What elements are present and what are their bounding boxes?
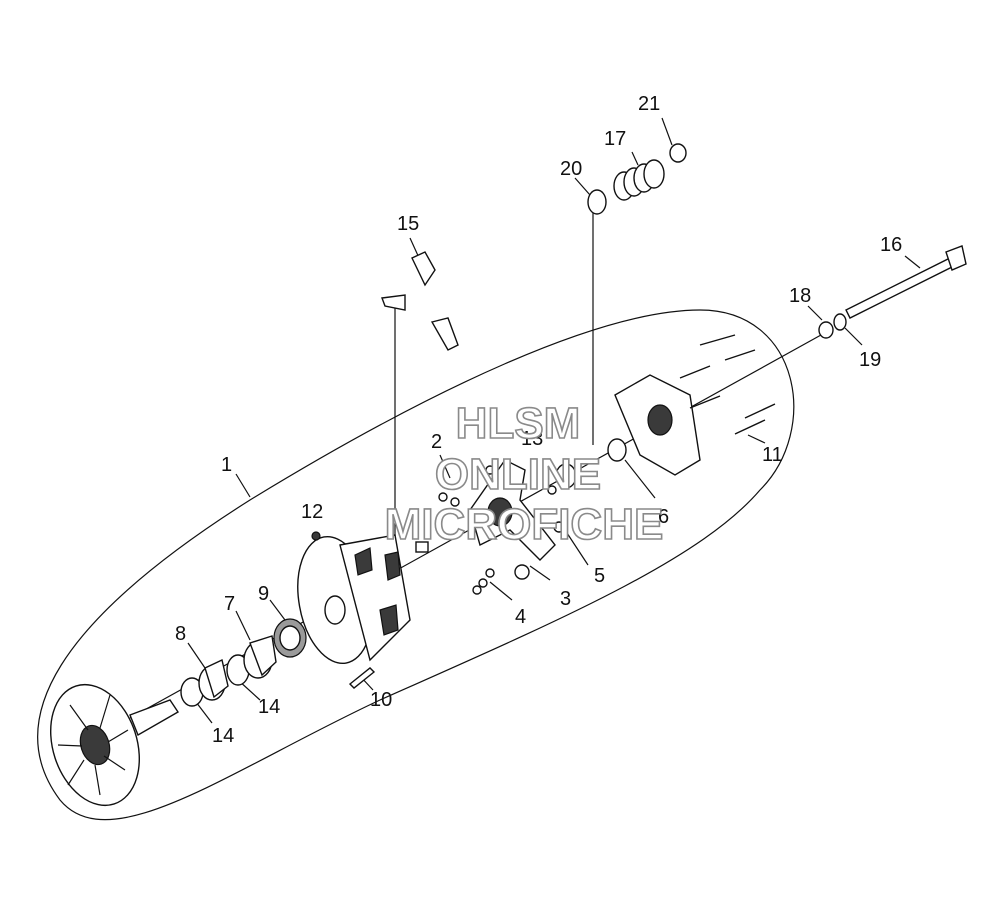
- callout-17: 17: [604, 128, 626, 150]
- callout-13: 13: [521, 428, 543, 450]
- callout-8: 8: [175, 623, 186, 645]
- cover-bolts-part: [679, 334, 776, 435]
- callout-19: 19: [859, 349, 881, 371]
- roller-part: [472, 568, 495, 595]
- callout-10: 10: [370, 689, 392, 711]
- fixed-sheave-part: [49, 683, 179, 807]
- cover-part: [614, 374, 701, 476]
- callout-12: 12: [301, 501, 323, 523]
- cover-bushing-part: [607, 438, 627, 462]
- callout-14a: 14: [258, 696, 280, 718]
- pin-part: [348, 667, 376, 689]
- watermark-line-1: HLSM: [456, 399, 581, 448]
- spring-part: [587, 143, 687, 215]
- callout-7: 7: [224, 593, 235, 615]
- watermark-line-3: MICROFICHE: [385, 500, 664, 549]
- callout-2: 2: [431, 431, 442, 453]
- callout-20: 20: [560, 158, 582, 180]
- assembly-enclosure-outline: [37, 309, 795, 821]
- watermark: HLSM ONLINE MICROFICHE: [384, 398, 664, 550]
- callout-6: 6: [658, 506, 669, 528]
- callout-4: 4: [515, 606, 526, 628]
- callout-3: 3: [560, 588, 571, 610]
- callout-14b: 14: [212, 725, 234, 747]
- callout-1: 1: [221, 454, 232, 476]
- spider-bushing-part: [555, 463, 577, 489]
- callout-9: 9: [258, 583, 269, 605]
- callout-16: 16: [880, 234, 902, 256]
- leader-lines: [187, 117, 921, 724]
- callout-labels: 1 2 3 4 5 6 7 8 9 10 11 12 13 14 14 15 1…: [175, 93, 902, 747]
- movable-sheave-part: [297, 531, 411, 665]
- spider-part: [415, 459, 565, 580]
- watermark-line-2: ONLINE: [435, 450, 601, 499]
- flyweight-part: [381, 251, 459, 351]
- callout-18: 18: [789, 285, 811, 307]
- callout-21: 21: [638, 93, 660, 115]
- callout-15: 15: [397, 213, 419, 235]
- bushing-stack-part: [180, 618, 307, 707]
- main-bolt-part: [818, 245, 967, 339]
- callout-11: 11: [762, 444, 783, 466]
- callout-5: 5: [594, 565, 605, 587]
